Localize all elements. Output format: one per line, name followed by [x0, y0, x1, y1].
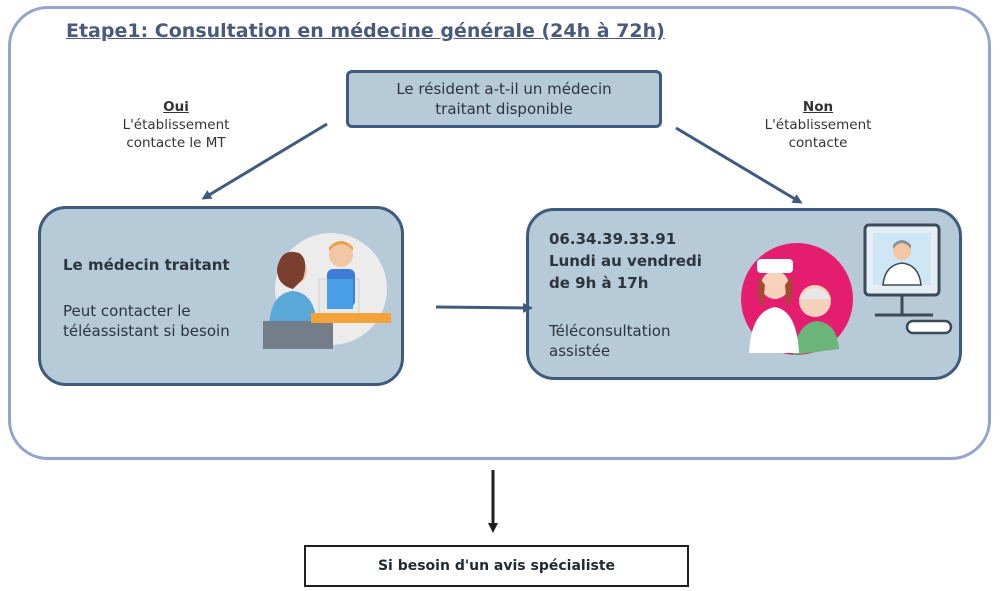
branch-non-head: Non: [802, 99, 834, 115]
card-left-line-1: Peut contacter le: [63, 302, 191, 320]
question-line-2: traitant disponible: [435, 100, 573, 118]
arrow-to-oui: [201, 122, 328, 200]
question-box: Le résident a-t-il un médecin traitant d…: [346, 70, 662, 128]
card-left-line-2: téléassistant si besoin: [63, 322, 230, 340]
branch-non-line-1: L'établissement: [764, 117, 872, 133]
card-right-days: Lundi au vendredi: [549, 252, 702, 270]
branch-oui-line-2: contacte le MT: [126, 135, 226, 151]
arrow-left-to-right: [435, 302, 533, 313]
card-medecin-traitant: Le médecin traitant Peut contacter le té…: [38, 206, 404, 386]
question-line-1: Le résident a-t-il un médecin: [396, 80, 612, 98]
branch-non: Non L'établissement contacte: [738, 98, 898, 152]
final-box-specialiste: Si besoin d'un avis spécialiste: [304, 545, 689, 587]
card-right-line-1: Téléconsultation: [549, 322, 671, 340]
card-right-hours: de 9h à 17h: [549, 274, 649, 292]
branch-oui-head: Oui: [163, 99, 189, 115]
doctor-patient-consultation-icon: [263, 233, 391, 349]
card-left-title: Le médecin traitant: [63, 256, 230, 274]
branch-oui-line-1: L'établissement: [122, 117, 230, 133]
nurse-elderly-patient-icon: [741, 243, 853, 355]
branch-non-line-2: contacte: [788, 135, 848, 151]
arrow-to-non: [675, 126, 803, 204]
card-right-phone: 06.34.39.33.91: [549, 230, 677, 248]
card-right-line-2: assistée: [549, 342, 611, 360]
step-frame: [8, 6, 991, 460]
card-teleconsultation: 06.34.39.33.91 Lundi au vendredi de 9h à…: [526, 208, 962, 380]
branch-oui: Oui L'établissement contacte le MT: [96, 98, 256, 152]
telemedicine-screen-icon: [863, 223, 953, 335]
step-title: Etape1: Consultation en médecine général…: [66, 20, 665, 42]
